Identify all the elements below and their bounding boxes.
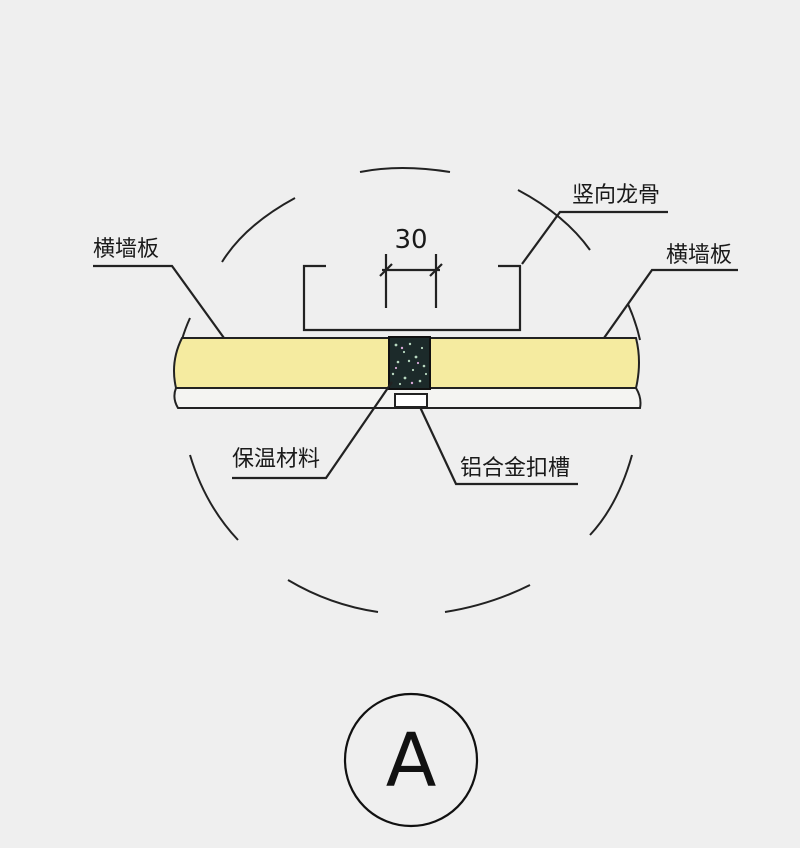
label-insulation: 保温材料: [232, 447, 320, 472]
badge-circle: [343, 692, 479, 828]
detail-circle-arcs: [177, 167, 641, 613]
badge-letter: A: [386, 718, 437, 804]
arc-bottom-left: [287, 579, 379, 613]
detail-badge: A: [343, 692, 479, 828]
insulation-speckle-pink: [394, 346, 420, 385]
label-left-panel: 横墙板: [93, 237, 159, 262]
vertical-keel-channel: [302, 264, 522, 332]
label-vertical-keel: 竖向龙骨: [572, 183, 660, 208]
dimension-30: 30: [379, 225, 443, 308]
arc-right-mid: [627, 303, 641, 341]
arc-upper-right: [517, 189, 591, 251]
dimension-label: 30: [394, 225, 427, 255]
insulation-joint: [388, 336, 431, 390]
arc-upper-left: [221, 197, 296, 263]
leader-insulation: 保温材料: [232, 381, 393, 480]
arc-lower-left: [189, 454, 239, 541]
aluminum-clip-groove: [394, 393, 428, 408]
leader-aluminum-clip: 铝合金扣槽: [419, 406, 578, 486]
arc-top: [359, 167, 451, 173]
arc-lower-right: [589, 454, 633, 536]
insulation-speckle: [391, 342, 428, 386]
leader-vertical-keel: 竖向龙骨: [521, 183, 668, 265]
label-aluminum-clip: 铝合金扣槽: [460, 456, 570, 481]
arc-bottom-right: [444, 584, 531, 613]
leader-left-panel: 横墙板: [93, 237, 225, 339]
label-right-panel: 横墙板: [666, 243, 732, 268]
leader-right-panel: 横墙板: [603, 243, 738, 339]
